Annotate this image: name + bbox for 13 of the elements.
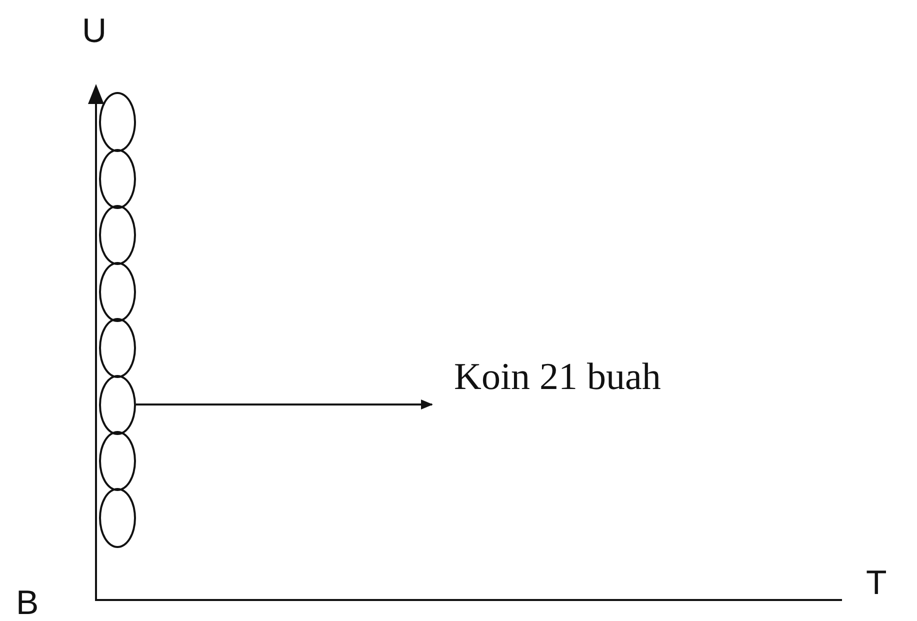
coin xyxy=(99,92,136,152)
arrow xyxy=(136,400,433,410)
axis-label: U xyxy=(82,14,107,48)
coin-count-label: Koin 21 buah xyxy=(432,358,661,396)
coin xyxy=(99,148,136,208)
coin xyxy=(99,318,136,378)
coin xyxy=(99,431,136,491)
coin xyxy=(99,262,136,322)
axis-label: T xyxy=(866,566,887,600)
coin xyxy=(99,374,136,434)
coin xyxy=(99,205,136,265)
coin xyxy=(99,488,136,548)
axis-label: B xyxy=(16,586,39,620)
